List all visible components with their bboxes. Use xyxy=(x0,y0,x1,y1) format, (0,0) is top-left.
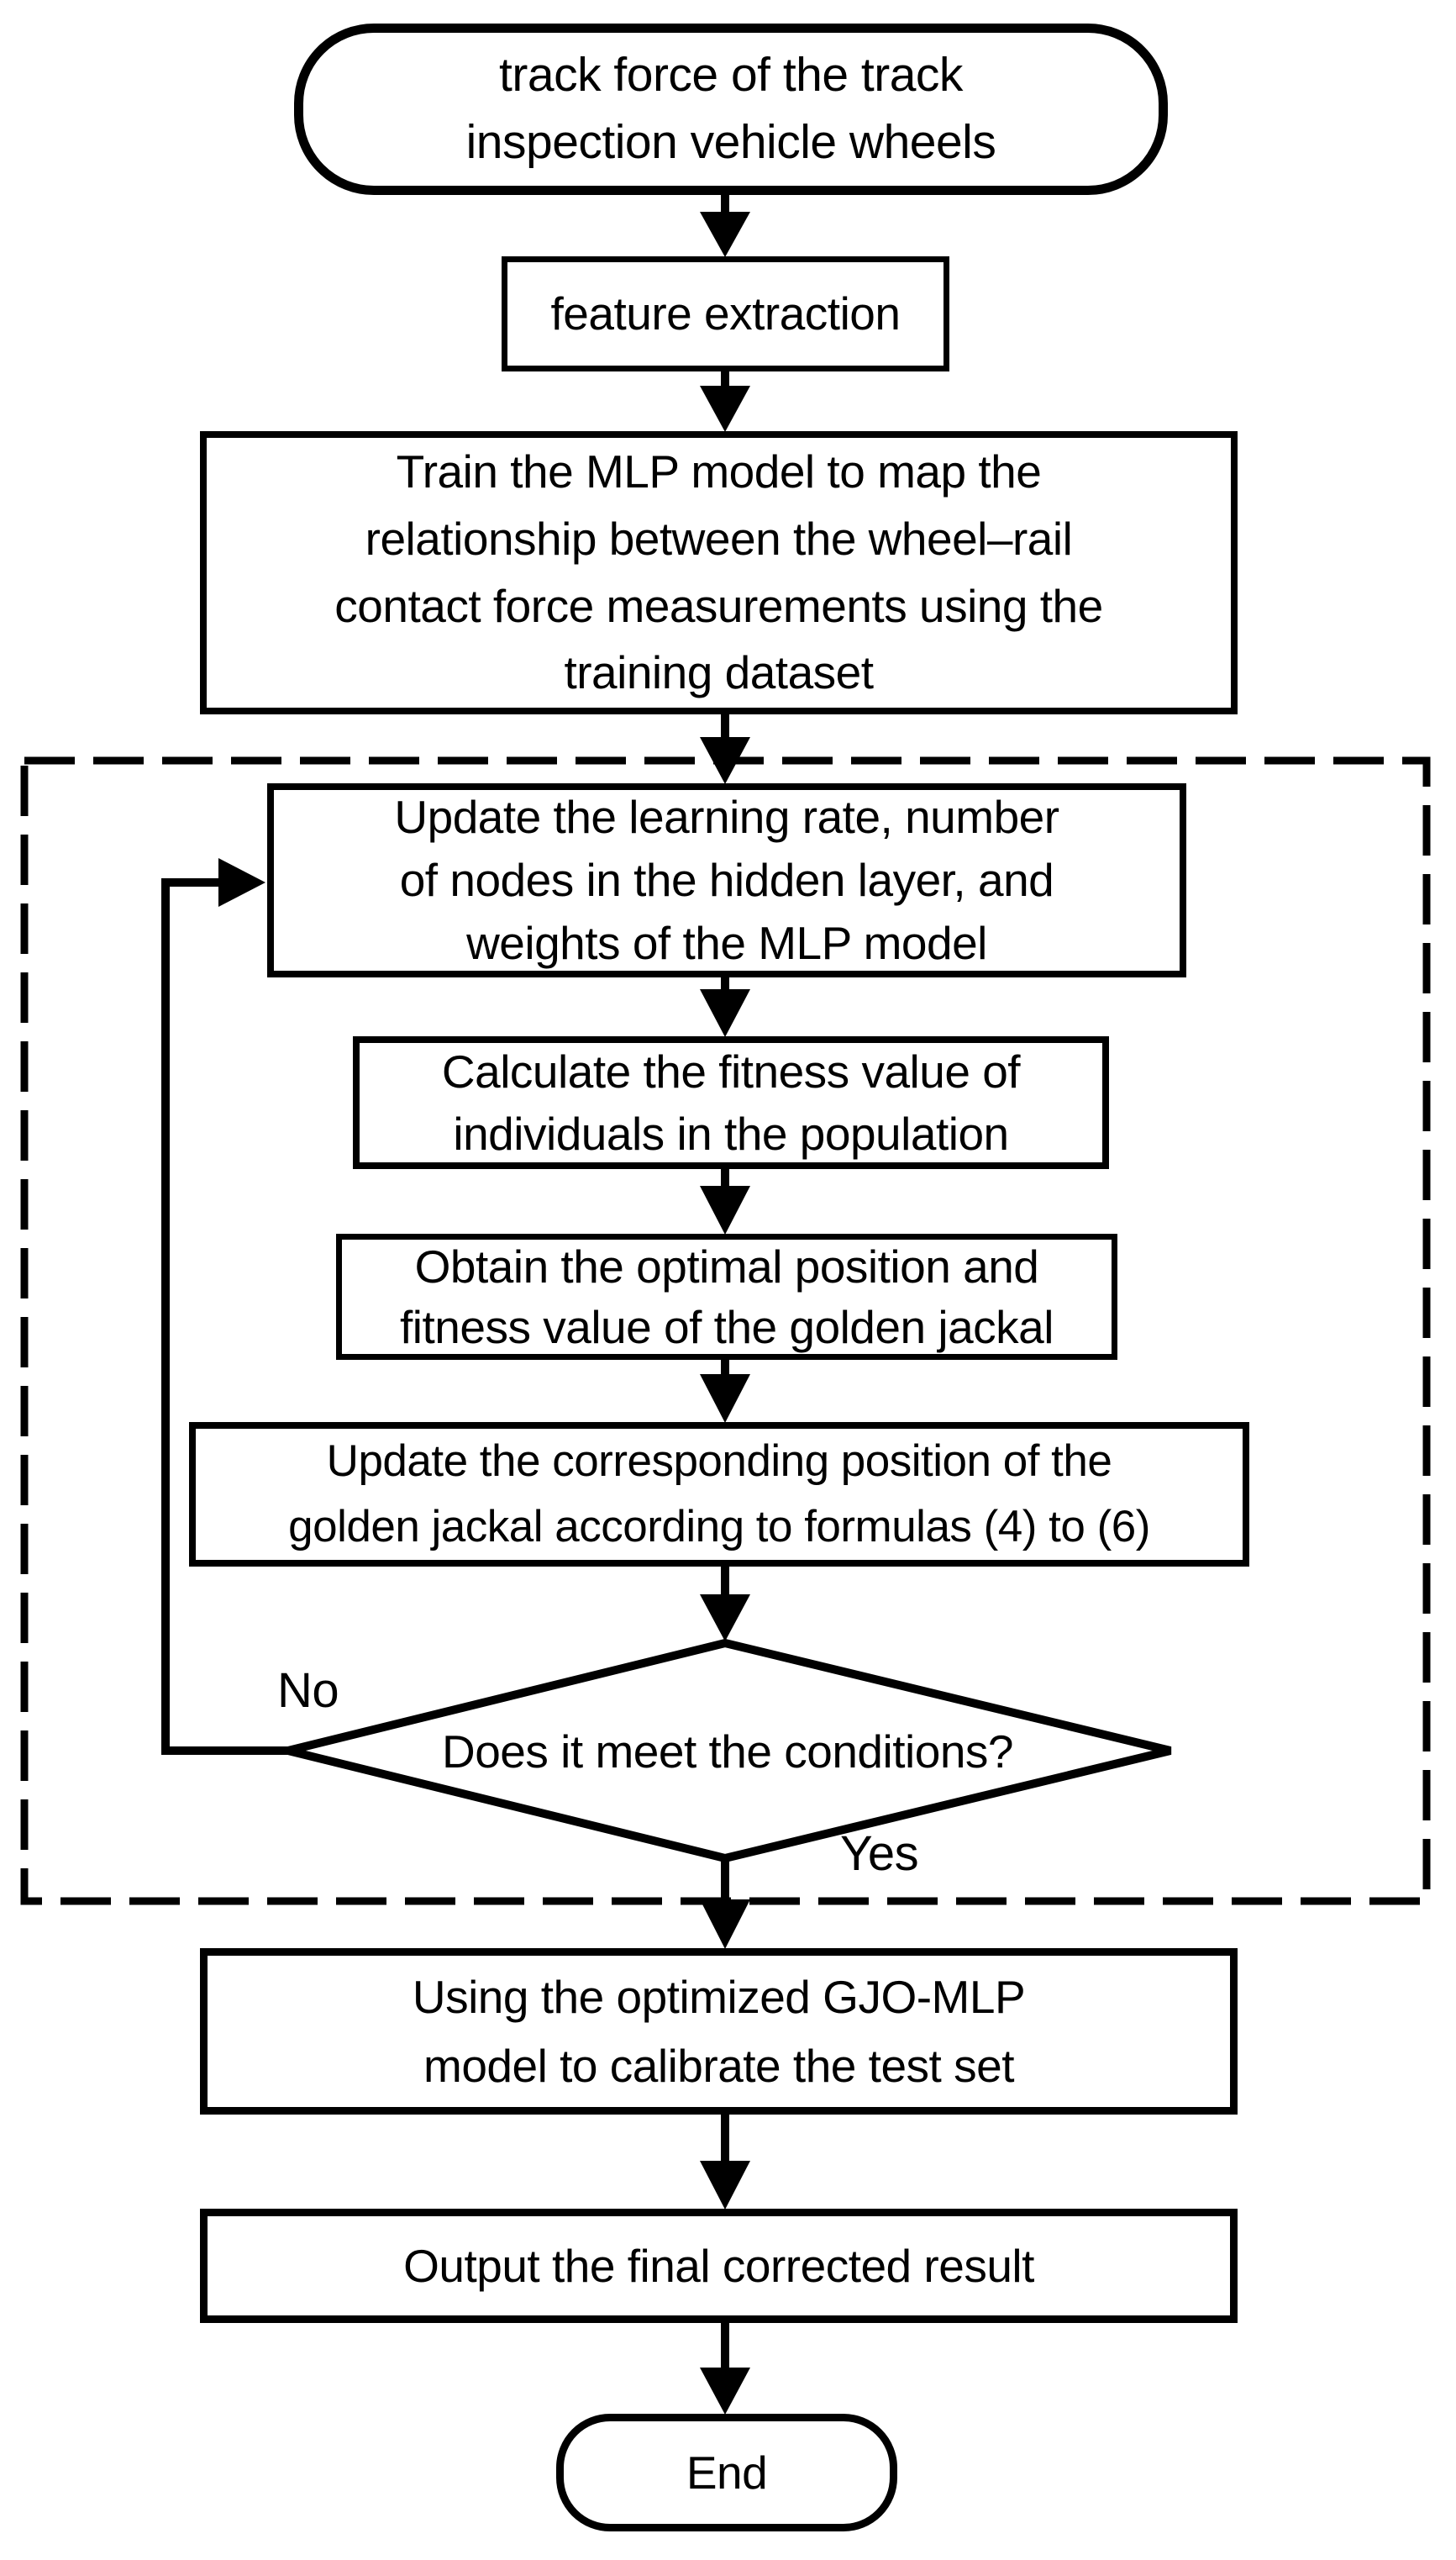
arrowhead-icon xyxy=(700,2368,750,2415)
node-start-terminator: track force of the track inspection vehi… xyxy=(294,24,1168,195)
edge-label-yes: Yes xyxy=(840,1826,919,1881)
arrowhead-icon xyxy=(700,737,750,784)
edge-trainmlp-to-updateparameters xyxy=(700,713,750,784)
node-obtain-optimal-label: Obtain the optimal position and fitness … xyxy=(400,1240,1054,1353)
arrowhead-icon xyxy=(700,1186,750,1235)
node-train-mlp-label: Train the MLP model to map the relations… xyxy=(334,445,1103,699)
node-update-jackal-position: Update the corresponding position of the… xyxy=(189,1422,1249,1567)
edge-conditioncheck-to-updateparameters xyxy=(161,858,288,1755)
node-end-label: End xyxy=(686,2446,768,2499)
node-calc-fitness-label: Calculate the fitness value of individua… xyxy=(441,1045,1021,1160)
edge-conditioncheck-to-calibratetestset xyxy=(700,1857,750,1949)
node-start-label: track force of the track inspection vehi… xyxy=(465,48,996,169)
arrowhead-icon xyxy=(700,1374,750,1423)
arrowhead-icon xyxy=(700,2161,750,2210)
arrowhead-icon xyxy=(700,989,750,1037)
node-update-jackal-position-label: Update the corresponding position of the… xyxy=(288,1436,1150,1551)
edge-updatejackalposition-to-conditioncheck xyxy=(700,1565,750,1641)
edge-obtainoptimal-to-updatejackalposition xyxy=(700,1358,750,1423)
node-condition-check: Does it meet the conditions? xyxy=(392,1713,1064,1790)
node-update-parameters-label: Update the learning rate, number of node… xyxy=(394,791,1059,969)
arrowhead-icon xyxy=(218,858,265,907)
node-feature-extraction-label: feature extraction xyxy=(550,287,901,340)
arrowhead-icon xyxy=(700,1899,750,1949)
node-output-result-label: Output the final corrected result xyxy=(403,2239,1034,2292)
node-output-result: Output the final corrected result xyxy=(200,2209,1238,2323)
edge-calcfitness-to-obtainoptimal xyxy=(700,1167,750,1235)
node-end-terminator: End xyxy=(556,2414,897,2531)
edge-calibratetestset-to-outputresult xyxy=(700,2113,750,2210)
edge-updateparameters-to-calcfitness xyxy=(700,976,750,1037)
arrowhead-icon xyxy=(700,212,750,257)
node-obtain-optimal: Obtain the optimal position and fitness … xyxy=(336,1234,1117,1360)
edge-featureextraction-to-trainmlp xyxy=(700,370,750,432)
node-condition-check-label: Does it meet the conditions? xyxy=(442,1725,1014,1778)
node-calibrate-test-set-label: Using the optimized GJO-MLP model to cal… xyxy=(412,1970,1026,2093)
arrowhead-icon xyxy=(700,386,750,432)
edge-label-no: No xyxy=(277,1663,339,1718)
node-calc-fitness: Calculate the fitness value of individua… xyxy=(353,1036,1109,1169)
edge-outputresult-to-end xyxy=(700,2321,750,2415)
node-calibrate-test-set: Using the optimized GJO-MLP model to cal… xyxy=(200,1948,1238,2115)
node-feature-extraction: feature extraction xyxy=(502,256,949,371)
arrowhead-icon xyxy=(700,1594,750,1641)
edge-start-to-featureextraction xyxy=(700,192,750,257)
node-train-mlp: Train the MLP model to map the relations… xyxy=(200,431,1238,714)
node-update-parameters: Update the learning rate, number of node… xyxy=(267,783,1186,977)
